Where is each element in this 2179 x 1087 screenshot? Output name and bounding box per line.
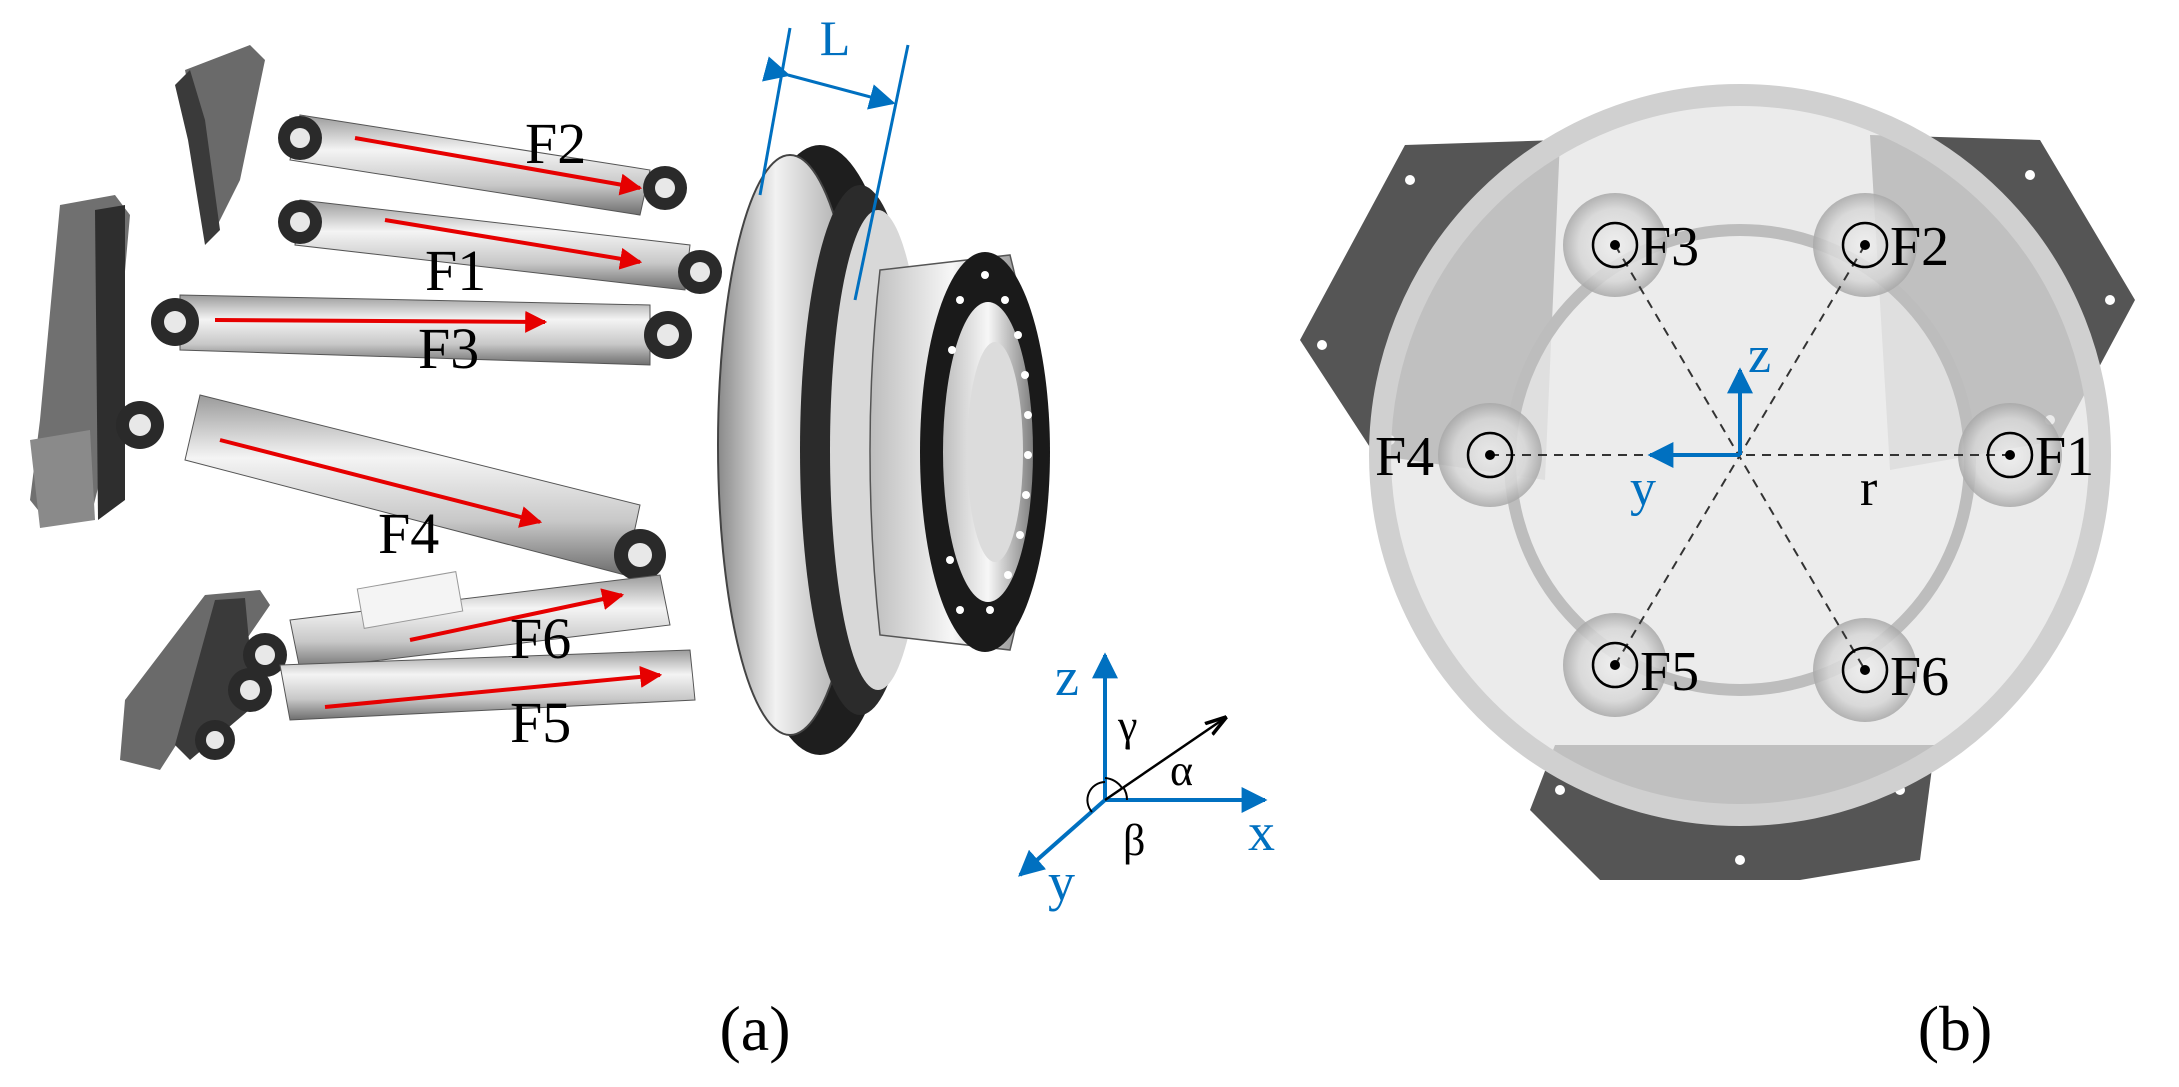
label-f4-a: F4 <box>378 501 439 566</box>
label-f6-a: F6 <box>510 606 571 671</box>
force-arrow-f5 <box>324 665 663 709</box>
leg-f2 <box>278 114 687 216</box>
force-arrow-f1 <box>384 218 643 270</box>
angle-gamma-label: γ <box>1117 701 1137 750</box>
label-f1-b: F1 <box>2035 426 2094 488</box>
label-f5-b: F5 <box>1640 641 1699 703</box>
base-bracket-top <box>175 45 265 245</box>
inner-platform-ring <box>1504 224 1976 696</box>
force-arrow-f6 <box>409 588 625 642</box>
base-bracket-bottom <box>120 590 270 770</box>
axis-z-label-a: z <box>1055 647 1079 707</box>
label-f3-b: F3 <box>1640 216 1699 278</box>
label-f2-a: F2 <box>525 111 586 176</box>
angle-alpha-label: α <box>1170 746 1193 795</box>
force-arrow-f2 <box>354 136 643 196</box>
leg-f1 <box>278 199 722 294</box>
dimension-l-label: L <box>820 10 851 66</box>
leg-f6 <box>243 571 671 677</box>
force-arrows <box>214 136 663 709</box>
actuator-labels-b: F3 F2 F4 F1 F5 F6 <box>1375 216 2094 708</box>
label-f2-b: F2 <box>1890 216 1949 278</box>
label-f3-a: F3 <box>418 316 479 381</box>
label-f1-a: F1 <box>425 238 486 303</box>
axis-x-label-a: x <box>1248 802 1275 862</box>
base-bracket-middle <box>30 195 130 528</box>
coordinate-system-a: z x y γ α β <box>1018 647 1275 912</box>
label-f6-b: F6 <box>1890 646 1949 708</box>
dimension-l <box>758 27 910 301</box>
axis-y-a <box>1018 798 1107 877</box>
label-f5-a: F5 <box>510 690 571 755</box>
attachment-dots <box>1485 240 2015 675</box>
axis-y-label-a: y <box>1048 852 1075 912</box>
caption-a: (a) <box>719 993 790 1064</box>
caption-b: (b) <box>1918 993 1993 1064</box>
actuator-labels-a: F2 F1 F3 F4 F6 F5 <box>378 111 586 755</box>
force-arrow-f3 <box>214 310 548 333</box>
bolt-circle <box>946 271 1032 614</box>
leg-f4 <box>116 394 666 581</box>
moving-platform <box>717 145 1050 755</box>
axis-y-label-b: y <box>1630 460 1656 517</box>
label-f4-b: F4 <box>1375 426 1434 488</box>
radius-label: r <box>1860 460 1877 517</box>
attachment-markers <box>1466 221 2034 694</box>
force-arrow-f4 <box>219 438 543 528</box>
angle-beta-label: β <box>1123 816 1145 865</box>
panel-b: F3 F2 F4 F1 F5 F6 z y r (b) <box>1300 84 2135 1064</box>
direction-vector <box>1104 718 1225 802</box>
coordinate-system-b: z y r <box>1630 327 1877 517</box>
panel-a: L F2 F1 F3 F4 F6 F5 z <box>30 10 1275 1064</box>
axis-z-label-b: z <box>1748 327 1771 384</box>
